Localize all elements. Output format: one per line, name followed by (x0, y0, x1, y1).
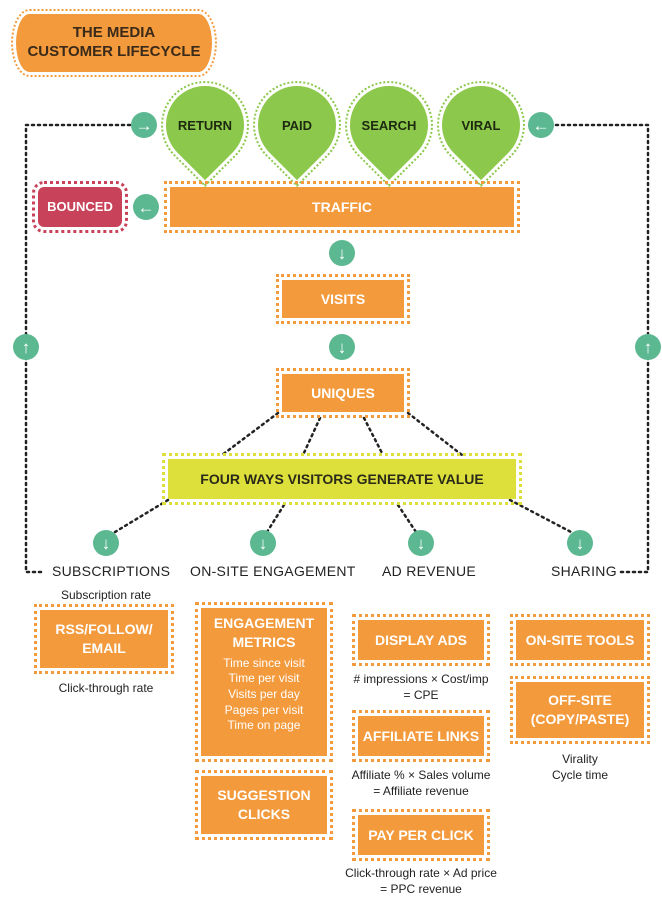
arrow-down-icon: ↓ (567, 530, 593, 556)
right-loop-line (554, 123, 650, 574)
traffic-box: TRAFFIC (164, 181, 520, 233)
suggestion-line-2: CLICKS (237, 806, 291, 822)
uniques-box: UNIQUES (276, 368, 410, 418)
engagement-metrics-box: ENGAGEMENT METRICS Time since visit Time… (195, 602, 333, 762)
metric-item: Visits per day (228, 686, 300, 701)
pin-viral-label: VIRAL (461, 117, 501, 133)
category-ad-revenue: AD REVENUE (382, 563, 477, 579)
rss-follow-email-box: RSS/FOLLOW/ EMAIL (34, 604, 174, 674)
suggestion-clicks-box: SUGGESTION CLICKS (195, 770, 333, 840)
affiliate-note: Affiliate % × Sales volume = Affiliate r… (340, 768, 502, 799)
rss-line-1: RSS/FOLLOW/ (55, 621, 153, 638)
title-line-2: CUSTOMER LIFECYCLE (27, 43, 201, 60)
metric-item: Time per visit (228, 671, 300, 686)
affiliate-note-2: = Affiliate revenue (373, 783, 469, 798)
pin-search: SEARCH (326, 62, 452, 188)
arrow-down-icon: ↓ (93, 530, 119, 556)
link-uniques-value-3 (362, 416, 385, 457)
engagement-title-1: ENGAGEMENT (213, 615, 315, 631)
rss-line-2: EMAIL (82, 640, 126, 656)
bounced-box: BOUNCED (32, 181, 128, 233)
metric-item: Time on page (227, 718, 301, 733)
pin-return: RETURN (142, 62, 268, 188)
arrow-up-icon: ↑ (13, 334, 39, 360)
arrow-right-icon: → (131, 112, 157, 138)
ppc-note-2: = PPC revenue (380, 881, 462, 896)
on-site-tools-box: ON-SITE TOOLS (510, 614, 650, 666)
engagement-title-2: METRICS (232, 633, 296, 650)
category-sharing: SHARING (551, 563, 617, 579)
display-note-1: # impressions × Cost/imp (353, 672, 489, 686)
left-loop-line (24, 123, 132, 574)
category-engagement: ON-SITE ENGAGEMENT (190, 563, 356, 579)
pin-search-label: SEARCH (361, 117, 417, 133)
click-through-note: Click-through rate (58, 681, 154, 695)
virality-note: Virality (562, 752, 598, 766)
arrow-left-icon: ← (528, 112, 554, 138)
offsite-line-1: OFF-SITE (548, 692, 612, 709)
display-note-2: = CPE (403, 687, 439, 702)
arrow-left-icon: ← (133, 194, 159, 220)
pin-return-label: RETURN (177, 117, 233, 133)
link-uniques-value-2 (301, 416, 322, 457)
value-box: FOUR WAYS VISITORS GENERATE VALUE (162, 453, 522, 505)
diagram-title: THE MEDIA CUSTOMER LIFECYCLE (11, 9, 217, 77)
pin-viral: VIRAL (418, 62, 544, 188)
arrow-down-icon: ↓ (408, 530, 434, 556)
metric-item: Time since visit (223, 655, 305, 670)
pin-paid: PAID (234, 62, 360, 188)
pin-paid-label: PAID (281, 117, 313, 133)
offsite-line-2: (COPY/PASTE) (530, 711, 630, 727)
category-subscriptions: SUBSCRIPTIONS (52, 563, 171, 579)
display-ads-box: DISPLAY ADS (352, 614, 490, 666)
title-line-1: THE MEDIA (72, 24, 156, 42)
cycle-time-note: Cycle time (551, 767, 608, 782)
ppc-note: Click-through rate × Ad price = PPC reve… (332, 866, 510, 897)
subscription-rate-note: Subscription rate (60, 588, 152, 602)
arrow-down-icon: ↓ (329, 240, 355, 266)
visits-box: VISITS (276, 274, 410, 324)
link-value-sharing (508, 498, 573, 534)
metric-item: Pages per visit (224, 702, 304, 717)
arrow-up-icon: ↑ (635, 334, 661, 360)
link-uniques-value-1 (220, 411, 280, 457)
link-uniques-value-4 (406, 411, 464, 457)
pay-per-click-box: PAY PER CLICK (352, 809, 490, 861)
arrow-down-icon: ↓ (329, 334, 355, 360)
affiliate-note-1: Affiliate % × Sales volume (351, 768, 491, 782)
arrow-down-icon: ↓ (250, 530, 276, 556)
link-value-subscriptions (113, 498, 170, 534)
link-value-adrevenue (396, 503, 418, 534)
ppc-note-1: Click-through rate × Ad price (345, 866, 497, 880)
sharing-notes: Virality Cycle time (516, 752, 644, 783)
affiliate-links-box: AFFILIATE LINKS (352, 710, 490, 762)
link-value-engagement (265, 503, 286, 534)
suggestion-line-1: SUGGESTION (217, 787, 311, 804)
off-site-box: OFF-SITE (COPY/PASTE) (510, 676, 650, 744)
display-ads-note: # impressions × Cost/imp = CPE (340, 672, 502, 703)
